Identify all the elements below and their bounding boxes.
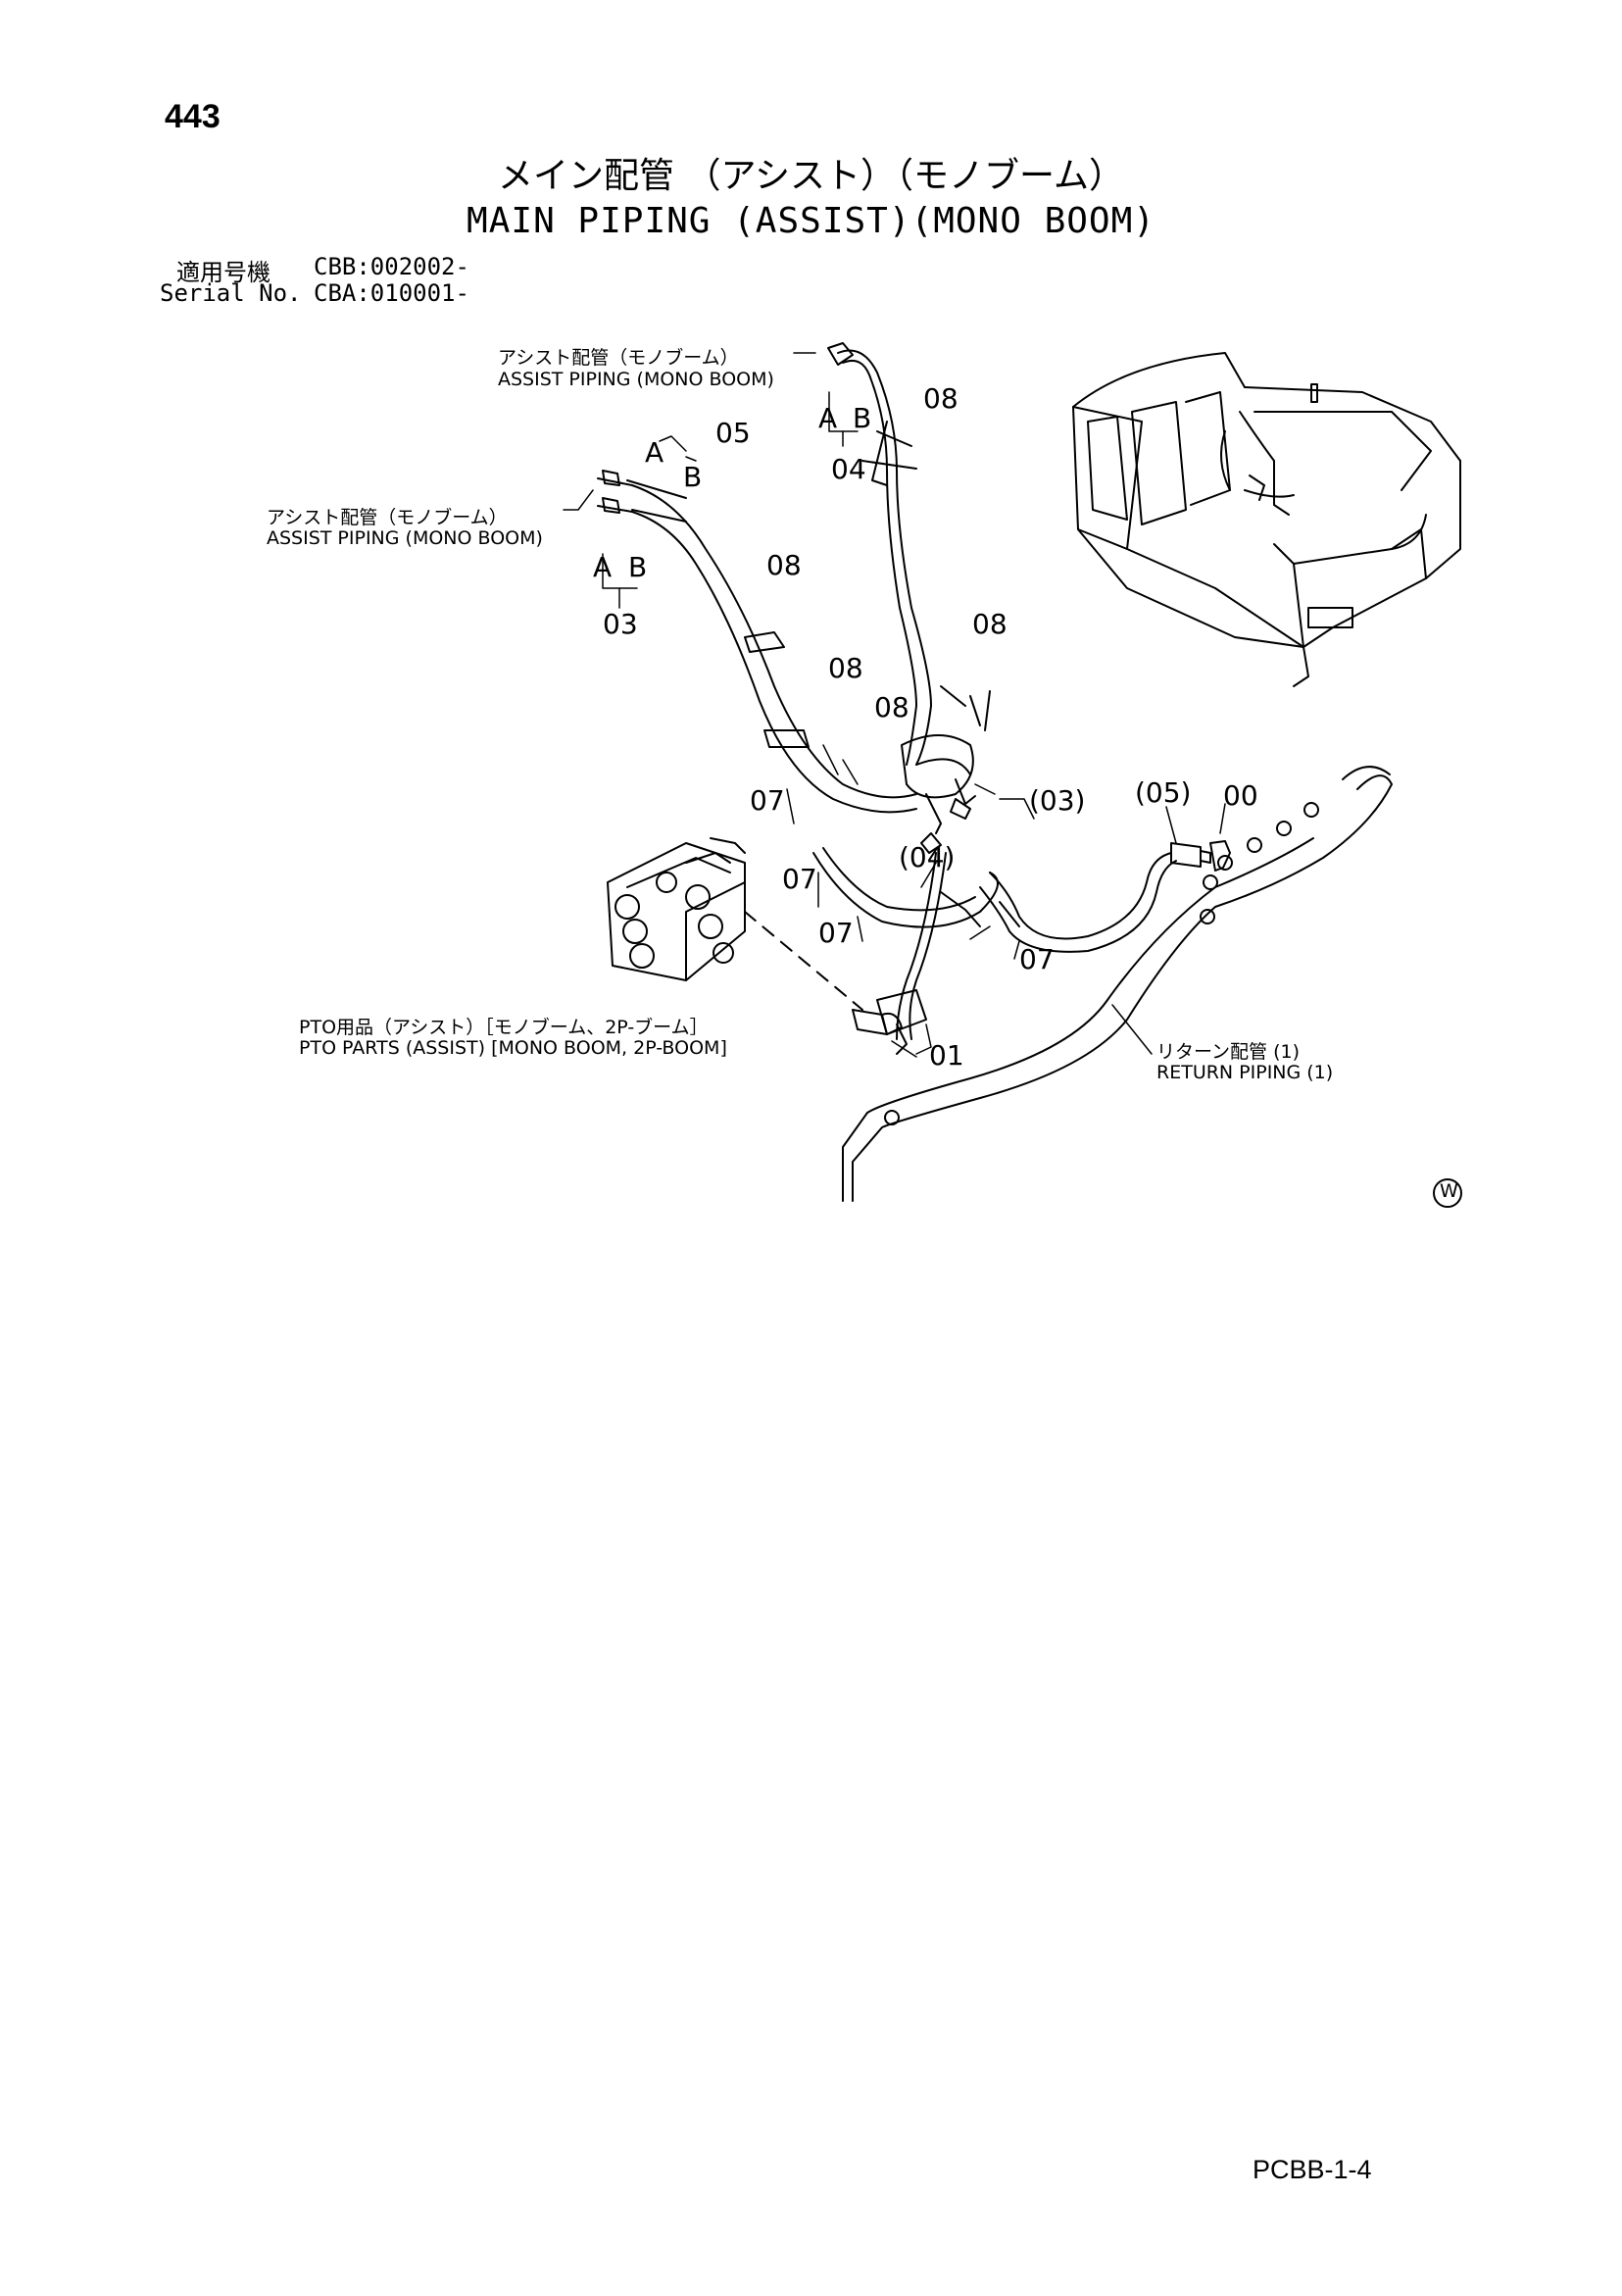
title-japanese: メイン配管 （アシスト）（モノブーム） [498, 156, 1124, 196]
label-return-en: RETURN PIPING (1) [1156, 1062, 1334, 1083]
return-pipe [842, 766, 1393, 1202]
callout-p03: (03) [1029, 784, 1086, 817]
callout-b-mid: B [683, 461, 703, 493]
page-code: PCBB-1-4 [1253, 2155, 1372, 2184]
callout-01: 01 [929, 1039, 964, 1072]
label-pto-jp: PTO用品（アシスト）［モノブーム、2P-ブーム］ [299, 1017, 709, 1038]
label-assist-left-jp: アシスト配管（モノブーム） [267, 507, 508, 528]
callout-a-top: A [818, 402, 838, 434]
label-assist-left-en: ASSIST PIPING (MONO BOOM) [267, 527, 543, 549]
excavator-outline [1072, 352, 1461, 687]
title-english: MAIN PIPING (ASSIST)(MONO BOOM) [467, 201, 1155, 241]
callout-07-c: 07 [818, 917, 854, 949]
callout-05: 05 [715, 417, 751, 449]
callout-a-left: A [593, 551, 613, 583]
applicability-label: 適用号機 [176, 259, 270, 286]
callout-08-mid: 08 [766, 549, 802, 581]
serial-label: Serial No. [160, 279, 302, 307]
pto-valve-block [607, 837, 746, 981]
callout-a-mid: A [645, 436, 664, 469]
callout-p04: (04) [899, 841, 956, 873]
w-mark-circle [1433, 1178, 1462, 1208]
hose-upper [827, 342, 932, 766]
serial-value: CBA:010001- [314, 279, 469, 307]
hose-lower [812, 840, 1231, 1055]
label-return-jp: リターン配管 (1) [1156, 1041, 1301, 1063]
w-mark: W [1440, 1180, 1458, 1202]
callout-08-right: 08 [972, 608, 1008, 640]
clamp-bundle [901, 685, 991, 854]
callout-07-a: 07 [750, 784, 785, 817]
callout-08-top: 08 [923, 382, 958, 415]
callout-04-top: 04 [831, 453, 866, 485]
pto-fitting [852, 1009, 903, 1035]
callout-07-d: 07 [1019, 943, 1055, 975]
callout-b-left: B [628, 551, 648, 583]
applicability-value: CBB:002002- [314, 253, 469, 280]
callout-b-top: B [853, 402, 872, 434]
dash-leader [744, 911, 863, 1011]
callout-00: 00 [1223, 779, 1258, 812]
label-pto-en: PTO PARTS (ASSIST) [MONO BOOM, 2P-BOOM] [299, 1037, 727, 1059]
leader-lines [563, 352, 1226, 1058]
label-assist-upper-en: ASSIST PIPING (MONO BOOM) [498, 369, 774, 390]
label-assist-upper-jp: アシスト配管（モノブーム） [498, 347, 739, 369]
callout-07-b: 07 [782, 863, 817, 895]
callout-03: 03 [603, 608, 638, 640]
callout-p05: (05) [1135, 776, 1192, 809]
page-number: 443 [165, 98, 221, 135]
hose-left [597, 470, 917, 814]
callout-08-center: 08 [828, 652, 863, 684]
callout-08-lower: 08 [874, 691, 909, 724]
